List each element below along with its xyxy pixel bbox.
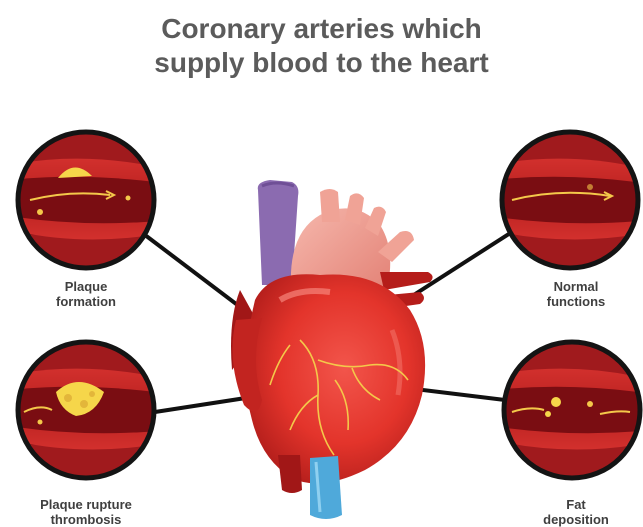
label-fat-deposition: Fat deposition [526,497,626,527]
label-fat-deposition-line-1: Fat [526,497,626,512]
label-normal-functions: Normal functions [526,279,626,309]
label-normal-functions-line-1: Normal [526,279,626,294]
label-plaque-formation-line-1: Plaque [36,279,136,294]
inset-plaque-rupture [10,340,170,480]
label-plaque-formation-line-2: formation [36,294,136,309]
heart-illustration [231,180,433,519]
label-normal-functions-line-2: functions [526,294,626,309]
label-plaque-rupture-line-1: Plaque rupture [21,497,151,512]
inset-fat-deposition [492,340,643,480]
inset-normal-functions [490,130,643,270]
label-plaque-rupture: Plaque rupture thrombosis [21,497,151,527]
inset-plaque-formation [10,130,170,270]
label-plaque-formation: Plaque formation [36,279,136,309]
